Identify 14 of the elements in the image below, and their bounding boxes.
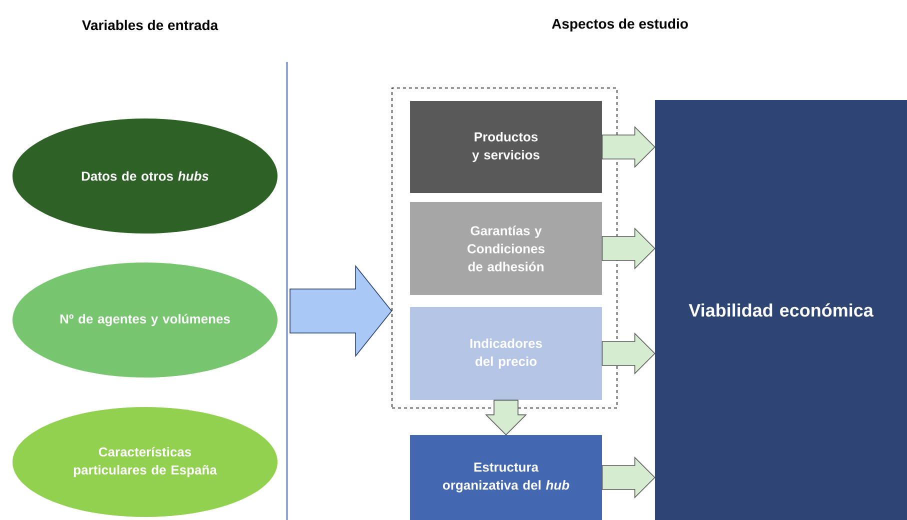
result-panel: Viabilidad económica	[655, 100, 907, 520]
block-arrow	[602, 228, 656, 270]
block-arrow	[602, 456, 656, 498]
aspect-box: Estructura organizativa del hub	[410, 435, 602, 520]
column-heading: Aspectos de estudio	[552, 18, 688, 32]
aspect-box: Productos y servicios	[410, 101, 602, 193]
block-arrow	[290, 264, 392, 358]
block-arrow	[485, 400, 527, 436]
block-arrow	[602, 126, 656, 168]
aspect-box: Garantías y Condiciones de adhesión	[410, 202, 602, 295]
aspect-box: Indicadores del precio	[410, 307, 602, 400]
block-arrow	[602, 332, 656, 374]
dashed-group-box	[392, 88, 618, 408]
column-heading: Variables de entrada	[82, 20, 218, 30]
